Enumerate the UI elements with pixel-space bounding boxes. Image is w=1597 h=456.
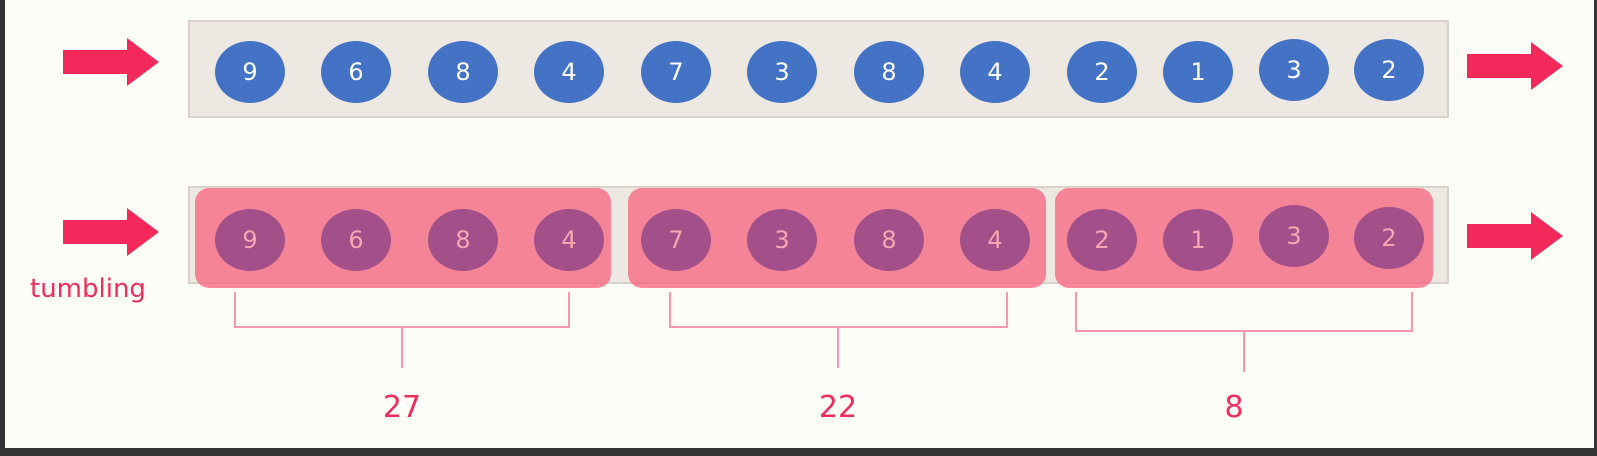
windowed-event-circle: 8 xyxy=(854,209,924,271)
event-circle: 6 xyxy=(321,41,391,103)
bracket-window-2 xyxy=(669,292,1008,368)
event-circle: 3 xyxy=(1259,39,1329,101)
windowed-event-circle: 4 xyxy=(960,209,1030,271)
event-circle: 2 xyxy=(1067,41,1137,103)
window-sum-1: 27 xyxy=(382,390,422,425)
windowed-event-circle: 4 xyxy=(534,209,604,271)
windowed-event-circle: 2 xyxy=(1067,209,1137,271)
window-brackets xyxy=(234,292,1413,372)
event-circle: 8 xyxy=(428,41,498,103)
windowed-event-circle: 3 xyxy=(747,209,817,271)
windowed-event-circle: 6 xyxy=(321,209,391,271)
windowed-event-circle: 2 xyxy=(1354,207,1424,269)
windowed-event-circle: 8 xyxy=(428,209,498,271)
windowed-event-circle: 7 xyxy=(641,209,711,271)
event-circle: 4 xyxy=(534,41,604,103)
windowed-event-circle: 9 xyxy=(215,209,285,271)
window-sum-2: 22 xyxy=(818,390,858,425)
window-sum-3: 8 xyxy=(1224,390,1244,425)
windowed-event-circle: 1 xyxy=(1163,209,1233,271)
event-circle: 8 xyxy=(854,41,924,103)
tumbling-label: tumbling xyxy=(30,274,146,304)
output-arrow-icon xyxy=(1467,212,1563,260)
event-stream-bar xyxy=(188,20,1449,118)
event-circle: 9 xyxy=(215,41,285,103)
event-circle: 7 xyxy=(641,41,711,103)
bracket-window-1 xyxy=(234,292,570,368)
bracket-window-3 xyxy=(1075,292,1413,372)
event-circle: 1 xyxy=(1163,41,1233,103)
event-circle: 4 xyxy=(960,41,1030,103)
event-circle: 2 xyxy=(1354,39,1424,101)
windowed-event-circle: 3 xyxy=(1259,205,1329,267)
event-circle: 3 xyxy=(747,41,817,103)
output-arrow-icon xyxy=(1467,42,1563,90)
input-arrow-icon xyxy=(63,38,159,86)
input-arrow-icon xyxy=(63,208,159,256)
